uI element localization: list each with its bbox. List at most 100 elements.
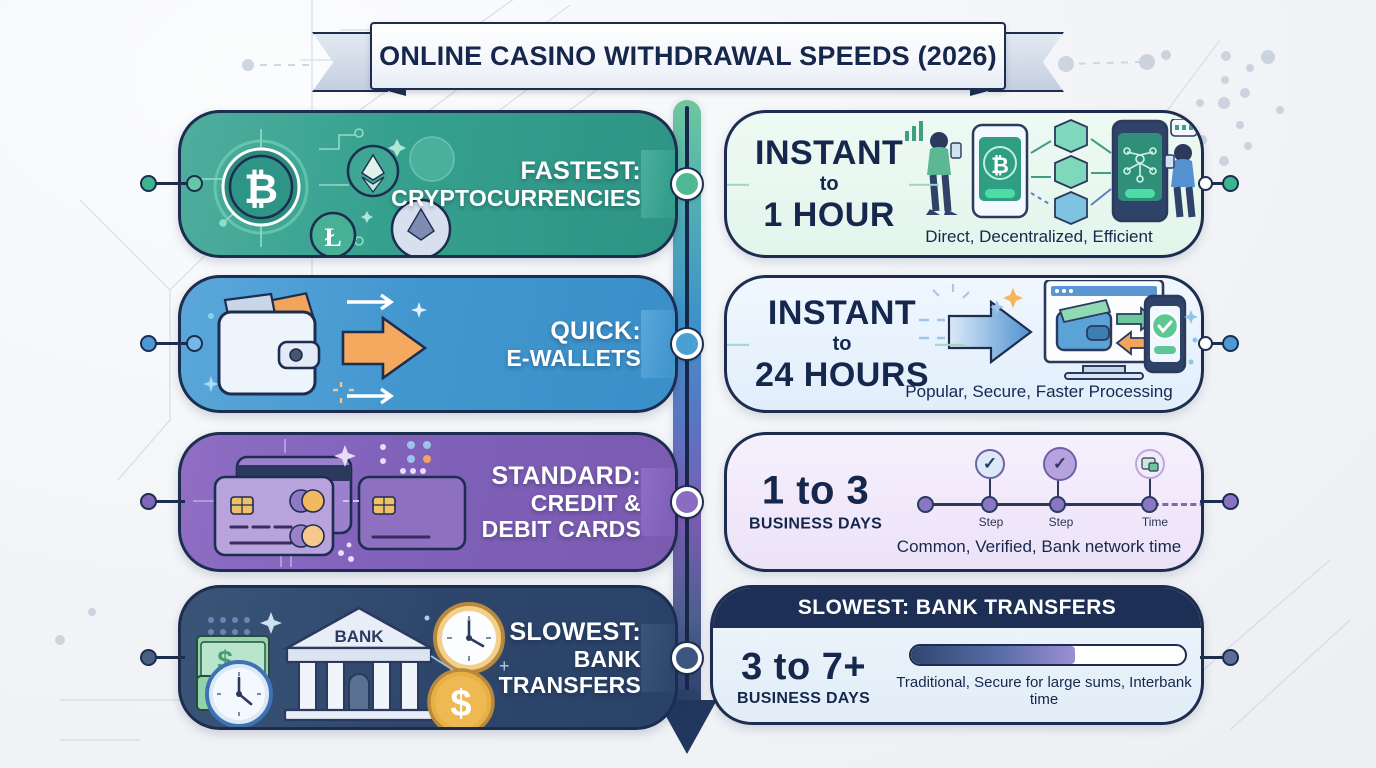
- detail-card-cards[interactable]: 1 to 3 BUSINESS DAYS ✓ ✓: [724, 432, 1204, 572]
- method-title-2: QUICK: E-WALLETS: [506, 317, 641, 371]
- duration-big-4: 3 to 7+: [741, 646, 867, 689]
- left-node-dot-2[interactable]: [186, 335, 203, 352]
- method-pill-cryptocurrencies[interactable]: ₿ Ł FASTEST: CRYPTOCURRENCIES: [178, 110, 678, 258]
- wallet-arrow-illustration: [203, 292, 428, 405]
- method-label2-4: TRANSFERS: [498, 671, 641, 698]
- timeline-dot-time: [1141, 496, 1158, 513]
- caption-1: Direct, Decentralized, Efficient: [925, 227, 1153, 246]
- left-connector-dot-1[interactable]: [140, 175, 157, 192]
- left-connector-dot-2[interactable]: [140, 335, 157, 352]
- detail-card-cryptocurrencies[interactable]: INSTANT to 1 HOUR ₿: [724, 110, 1204, 258]
- svg-text:₿: ₿: [244, 165, 278, 212]
- banner-plate: ONLINE CASINO WITHDRAWAL SPEEDS (2026): [370, 22, 1006, 90]
- timeline-axis: [923, 503, 1153, 506]
- crypto-flow-illustration: ₿: [905, 119, 1198, 225]
- bank-illustration: $ BANK: [196, 602, 510, 727]
- row-ewallets: QUICK: E-WALLETS INSTANT to 24 HOURS: [0, 275, 1376, 413]
- duration-sub-1: 1 HOUR: [763, 195, 895, 234]
- timeline-label-2: Time: [1141, 515, 1169, 529]
- person-chat-icon: [1164, 119, 1198, 218]
- rank-label-3: STANDARD:: [491, 461, 641, 490]
- caption-4: Traditional, Secure for large sums, Inte…: [896, 674, 1192, 708]
- timeline-label-0: Step: [978, 515, 1004, 529]
- duration-big-3: 1 to 3: [761, 468, 870, 513]
- caption-2: Popular, Secure, Faster Processing: [905, 382, 1173, 401]
- duration-sub-2: 24 HOURS: [755, 355, 930, 394]
- duration-3: 1 to 3 BUSINESS DAYS: [749, 468, 883, 534]
- svg-text:+: +: [499, 656, 510, 676]
- method-title-3: STANDARD: CREDIT & DEBIT CARDS: [482, 462, 641, 542]
- left-connector-dot-4[interactable]: [140, 649, 157, 666]
- left-connector-line-2: [155, 342, 193, 345]
- right-connector-dot-3[interactable]: [1222, 493, 1239, 510]
- progress-bar: [909, 644, 1187, 666]
- timeline-stem-1: [989, 467, 991, 497]
- caption-3: Common, Verified, Bank network time: [896, 537, 1182, 556]
- page-title: ONLINE CASINO WITHDRAWAL SPEEDS (2026): [379, 40, 997, 71]
- rank-label-4: SLOWEST:: [509, 617, 641, 646]
- duration-big-1: INSTANT: [755, 133, 904, 172]
- right-connector-line-3: [1200, 500, 1230, 503]
- timeline-label-1: Step: [1048, 515, 1074, 529]
- method-pill-cards[interactable]: STANDARD: CREDIT & DEBIT CARDS: [178, 432, 678, 572]
- method-label-1: CRYPTOCURRENCIES: [391, 185, 641, 212]
- timeline-stem-2: [1057, 467, 1059, 497]
- process-timeline: ✓ ✓ Step Step Time: [915, 447, 1201, 531]
- detail-card-ewallets[interactable]: INSTANT to 24 HOURS: [724, 275, 1204, 413]
- check-circle-icon: ✓: [975, 449, 1005, 479]
- spine-core-line: [685, 106, 689, 730]
- timeline-dot-step1: [981, 496, 998, 513]
- duration-join-2: to: [727, 333, 966, 356]
- method-label-4: BANK: [573, 645, 641, 672]
- rank-label-1: FASTEST:: [520, 156, 641, 185]
- left-connector-line-3: [155, 500, 185, 503]
- svg-text:₿: ₿: [991, 153, 1009, 178]
- person-icon: [926, 132, 962, 215]
- row-cryptocurrencies: ₿ Ł FASTEST: CRYPTOCURRENCIES: [0, 110, 1376, 258]
- method-pill-bank-transfers[interactable]: $ BANK: [178, 585, 678, 730]
- right-connector-dot-1[interactable]: [1222, 175, 1239, 192]
- duration-join-1: to: [727, 173, 940, 196]
- duration-big-2: INSTANT: [767, 293, 917, 332]
- bank-transfer-icon: [1135, 449, 1165, 479]
- credit-cards-illustration: [193, 439, 467, 567]
- left-connector-line-4: [155, 656, 185, 659]
- right-ring-dot-2[interactable]: [1198, 336, 1213, 351]
- duration-1: INSTANT to 1 HOUR: [727, 133, 940, 234]
- timeline-node-2[interactable]: [672, 329, 702, 359]
- method-label2-3: DEBIT CARDS: [481, 516, 641, 543]
- duration-2: INSTANT to 24 HOURS: [727, 293, 966, 394]
- svg-text:$: $: [450, 683, 471, 725]
- timeline-node-1[interactable]: [672, 169, 702, 199]
- blockchain-cube-icon: [1054, 119, 1088, 225]
- check-circle-filled-icon: ✓: [1043, 447, 1077, 481]
- timeline-node-4[interactable]: [672, 643, 702, 673]
- card-header-strip: SLOWEST: BANK TRANSFERS: [713, 588, 1201, 628]
- svg-text:Ł: Ł: [324, 223, 341, 252]
- right-ring-dot-1[interactable]: [1198, 176, 1213, 191]
- timeline-dot-start: [917, 496, 934, 513]
- method-pill-ewallets[interactable]: QUICK: E-WALLETS: [178, 275, 678, 413]
- card-header-label: SLOWEST: BANK TRANSFERS: [797, 596, 1117, 619]
- right-connector-dot-2[interactable]: [1222, 335, 1239, 352]
- method-label-3: CREDIT &: [530, 490, 641, 517]
- left-node-dot-1[interactable]: [186, 175, 203, 192]
- timeline-node-3[interactable]: [672, 487, 702, 517]
- method-title-1: FASTEST: CRYPTOCURRENCIES: [391, 157, 641, 211]
- timeline-dashed-segment: [1153, 503, 1201, 506]
- method-title-4: SLOWEST: BANK TRANSFERS: [499, 617, 641, 697]
- duration-sub-4: BUSINESS DAYS: [737, 690, 871, 707]
- left-connector-dot-3[interactable]: [140, 493, 157, 510]
- title-banner: ONLINE CASINO WITHDRAWAL SPEEDS (2026): [312, 22, 1064, 96]
- timeline-stem-3: [1149, 467, 1151, 497]
- svg-text:BANK: BANK: [334, 627, 384, 646]
- timeline-dot-step2: [1049, 496, 1066, 513]
- duration-sub-3: BUSINESS DAYS: [749, 515, 883, 533]
- row-bank-transfers: $ BANK: [0, 585, 1376, 730]
- duration-4: 3 to 7+ BUSINESS DAYS: [737, 648, 870, 708]
- row-cards: STANDARD: CREDIT & DEBIT CARDS 1 to 3 BU…: [0, 432, 1376, 572]
- method-label-2: E-WALLETS: [506, 345, 641, 372]
- right-connector-dot-4[interactable]: [1222, 649, 1239, 666]
- detail-card-bank-transfers[interactable]: SLOWEST: BANK TRANSFERS 3 to 7+ BUSINESS…: [710, 585, 1204, 725]
